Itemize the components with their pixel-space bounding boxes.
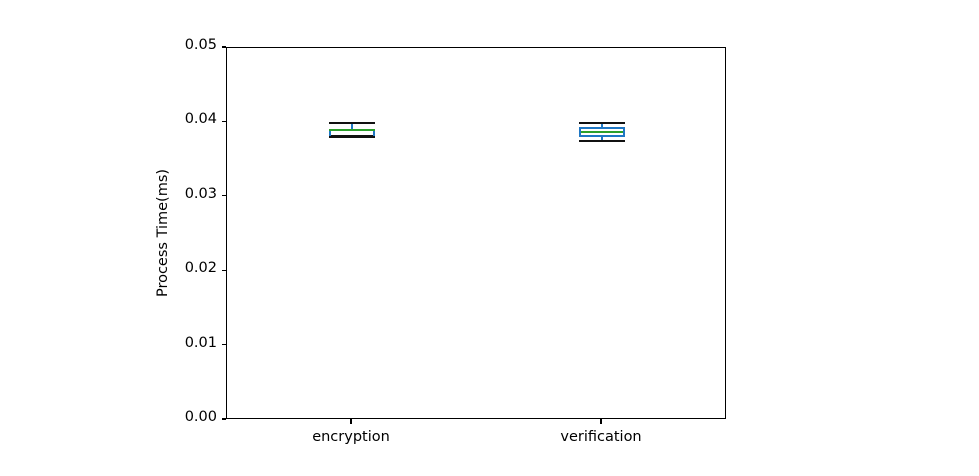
whisker-lower [601,136,603,141]
cap-lower [579,139,625,143]
y-tick-label: 0.04 [184,111,217,128]
cap-upper [579,121,625,125]
y-tick-label: 0.01 [184,334,217,351]
y-tick-label: 0.00 [184,409,217,425]
box-iqr [579,126,625,137]
x-tick-label-verification: verification [560,429,642,445]
plot-area [226,47,726,419]
whisker-upper [601,123,603,127]
median-line [331,134,373,137]
cap-upper [329,121,375,125]
y-tick-mark [221,418,226,420]
x-tick-mark [350,419,352,424]
box-top-edge [329,129,375,132]
y-tick-mark [221,344,226,346]
y-tick-label: 0.05 [184,37,217,53]
x-tick-label-encryption: encryption [312,429,390,445]
y-tick-label: 0.03 [184,185,217,202]
y-tick-mark [221,269,226,271]
median-line [581,130,623,134]
whisker-upper [351,123,353,130]
y-axis-label: Process Time(ms) [155,168,171,298]
y-tick-mark [221,195,226,197]
boxplot-verification [227,48,725,418]
y-tick-mark [221,46,226,48]
cap-lower [329,136,375,139]
y-tick-label: 0.02 [184,260,217,277]
x-tick-mark [600,419,602,424]
boxplot-encryption [227,48,725,418]
y-tick-mark [221,120,226,122]
